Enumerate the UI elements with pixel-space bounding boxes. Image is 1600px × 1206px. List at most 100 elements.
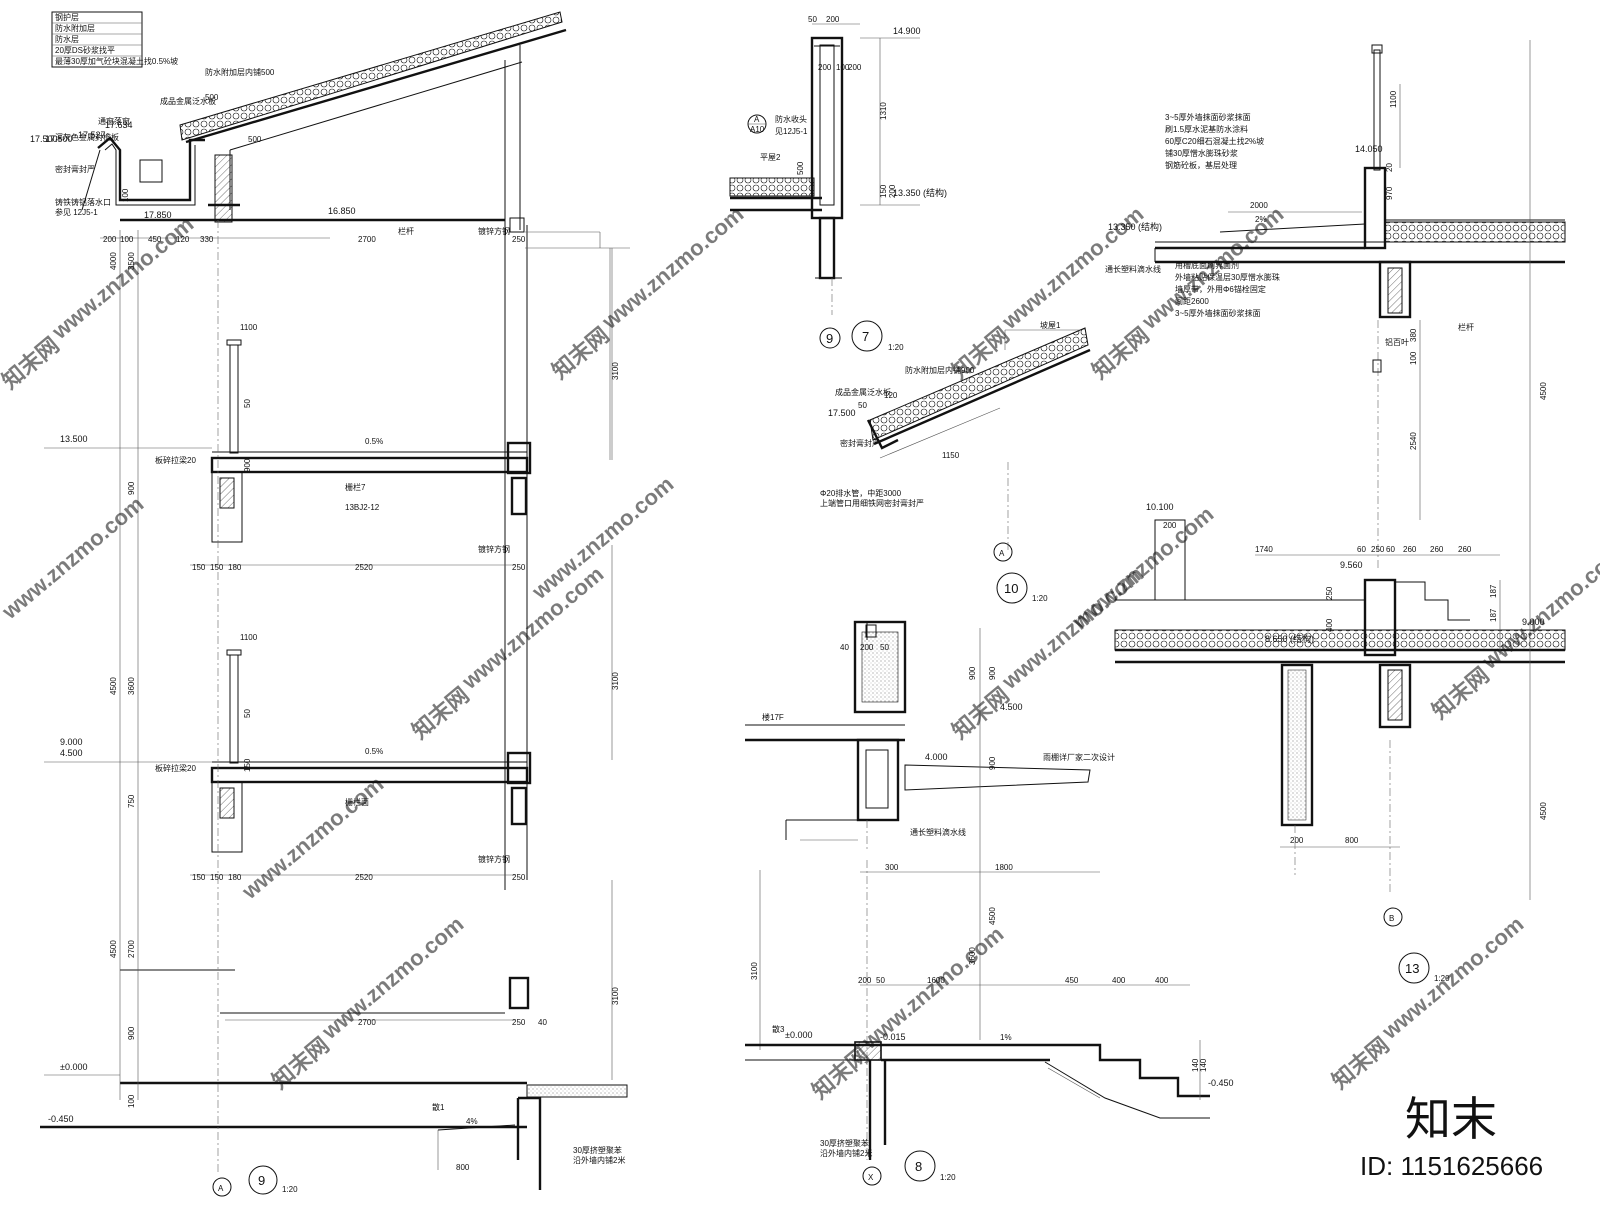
dim-text: 200 (860, 643, 874, 652)
watermark-brand: 知末 (1405, 1093, 1497, 1145)
dim-text: 3100 (611, 672, 620, 690)
dim-text: 50 (243, 709, 252, 718)
callout-text: 板碎拉梁20 (155, 763, 196, 773)
axis-ref-sheet: A10 (750, 125, 765, 134)
watermark-text: www.znzmo.com (236, 771, 388, 904)
dim-text: 250 (512, 235, 526, 244)
watermark-text: www.znzmo.com (1376, 911, 1528, 1044)
dim-text: 250 (512, 1018, 526, 1027)
dim-text: 1100 (1389, 90, 1398, 108)
dim-text: 150 (210, 873, 224, 882)
callout-text: 30厚挤塑聚苯 (573, 1145, 622, 1155)
dim-text: 4500 (1539, 802, 1548, 820)
dim-text: 2520 (355, 563, 373, 572)
detail-10-eave: 防水附加层内铺900 成品金属泛水板 密封膏封严 Φ20排水管，中距3000 上… (820, 320, 1091, 604)
callout-text: 通长塑料滴水线 (910, 827, 966, 837)
elevation-label: 4.000 (925, 752, 948, 762)
callout-text: 深灰色金属封檐板 (55, 132, 119, 142)
detail-9-foundation (40, 1084, 628, 1190)
detail-7-parapet: 50 200 200 100 200 1310 150 200 500 14.9… (729, 15, 947, 352)
dim-text: 250 (512, 873, 526, 882)
dim-text: 2000 (1250, 201, 1268, 210)
callout-text: 栏杆 (1458, 322, 1474, 332)
detail-number: 8 (915, 1159, 922, 1174)
dim-text: 0.5% (365, 747, 383, 756)
dim-text: 1600 (927, 976, 945, 985)
dim-text: 800 (456, 1163, 470, 1172)
dim-text: 2540 (1409, 432, 1418, 450)
callout-text: 30厚挤塑聚苯 (820, 1138, 869, 1148)
callout-text: 上端管口用细铁网密封膏封严 (820, 498, 924, 508)
callout-text: 参见 12J5-1 (55, 207, 98, 217)
dim-text: 200 (1163, 521, 1177, 530)
callout-text: 雨棚详厂家二次设计 (1043, 752, 1115, 762)
callout-text: 通长塑料滴水线 (1105, 264, 1161, 274)
callout-text: 坡屋1 (1040, 320, 1061, 330)
watermark-text: 知末网 (947, 682, 1014, 744)
dim-text: 100 (836, 63, 850, 72)
elevation-label: 16.850 (328, 206, 356, 216)
callout-text: 平屋2 (760, 153, 781, 162)
watermark-text: www.znzmo.com (1066, 501, 1218, 634)
dim-text: 187 (1489, 608, 1498, 622)
dim-text: 180 (228, 563, 242, 572)
axis-label: A (999, 549, 1005, 558)
callout-text: 栏杆 (398, 226, 414, 236)
dim-text: 0.5% (365, 437, 383, 446)
dim-text: 60 (1386, 545, 1395, 554)
dim-text: 250 (1325, 586, 1334, 600)
dim-text: 1% (1000, 1033, 1012, 1042)
watermark-text: 知末网 (1327, 1032, 1394, 1094)
detail-9-slab-13500 (210, 339, 532, 543)
callout-text: 13BJ2-12 (345, 503, 380, 512)
elevation-label: 4.500 (60, 748, 83, 758)
layer-text: 防水附加层 (55, 23, 95, 33)
callout-text: 镀锌方钢 (478, 544, 510, 554)
scale-text: 1:20 (888, 343, 904, 352)
dim-text: 400 (1325, 618, 1334, 632)
dim-text: 1740 (1255, 545, 1273, 554)
scale-text: 1:20 (940, 1173, 956, 1182)
detail-9-gutter (81, 136, 205, 211)
elevation-label: 17.527 (78, 130, 106, 140)
detail-9-slab-9000 (210, 649, 532, 853)
elevation-label: 4.500 (1000, 702, 1023, 712)
note-text: 刷1.5厚水泥基防水涂料 (1165, 124, 1248, 134)
dim-text: 200 (858, 976, 872, 985)
watermark-text: www.znzmo.com (316, 911, 468, 1044)
dim-text: 100 (121, 188, 130, 202)
note-text: 3~5厚外墙抹面砂浆抹面 (1165, 112, 1251, 122)
dim-text: 180 (228, 873, 242, 882)
dim-text: 50 (858, 401, 867, 410)
dim-text: 4500 (988, 907, 997, 925)
elevation-label: 14.050 (1355, 144, 1383, 154)
note-text: 60厚C20细石混凝土找2%坡 (1165, 136, 1264, 146)
detail-13-balcony: 3~5厚外墙抹面砂浆抹面 刷1.5厚水泥基防水涂料 60厚C20细石混凝土找2%… (1105, 40, 1566, 984)
dim-text: 140 (1191, 1058, 1200, 1072)
detail-number: 7 (862, 329, 869, 344)
callout-text: 沿外墙内铺2米 (820, 1148, 872, 1158)
axis-label: X (868, 1173, 874, 1182)
dim-text: 4500 (109, 940, 118, 958)
callout-text: 密封膏封严 (55, 164, 95, 174)
callout-text: 通窗落窗 (98, 116, 130, 126)
dim-text: 200 (1290, 836, 1304, 845)
detail-9-column (504, 45, 630, 890)
dim-text: 260 (1403, 545, 1417, 554)
watermark-text: 知末网 (807, 1042, 874, 1104)
callout-text: 沿外墙内铺2米 (573, 1155, 625, 1165)
elevation-label: 17.500 (828, 408, 856, 418)
dim-text: 380 (1409, 328, 1418, 342)
axis-label: 9 (826, 331, 833, 346)
axis-label: A (218, 1184, 224, 1193)
elevation-label: 17.634 (105, 120, 133, 130)
callout-text: 防水附加层内铺500 (205, 67, 275, 77)
detail-8-canopy: 楼17F 雨棚详厂家二次设计 通长塑料滴水线 30厚挤塑聚苯 沿外墙内铺2米 散… (745, 620, 1234, 1186)
watermark-text: www.znzmo.com (1476, 541, 1600, 674)
dim-text: 900 (243, 458, 252, 472)
dim-text: 4000 (109, 252, 118, 270)
dim-text: 150 (192, 563, 206, 572)
elevation-label: -0.450 (1208, 1078, 1234, 1088)
watermark-text: www.znzmo.com (46, 211, 198, 344)
dim-text: 100 (120, 235, 134, 244)
